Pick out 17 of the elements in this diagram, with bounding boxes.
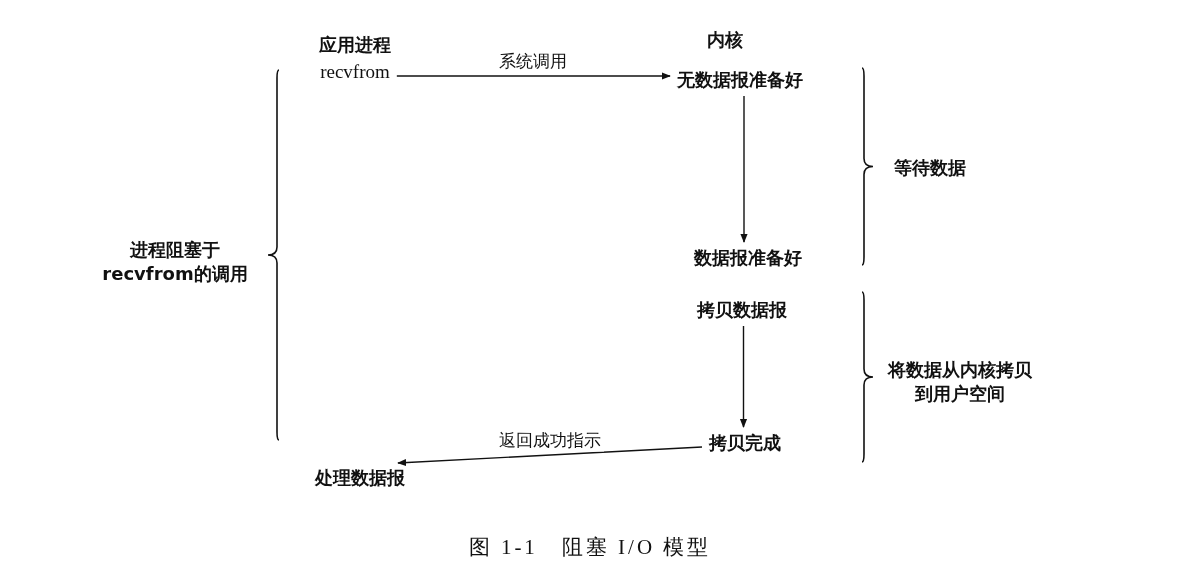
arrow bbox=[739, 325, 748, 428]
arrow bbox=[397, 446, 703, 467]
node-text: 拷贝完成 bbox=[706, 429, 784, 457]
column-heading: 内核 bbox=[707, 28, 743, 52]
arrow bbox=[740, 95, 748, 243]
node-text: 拷贝数据报 bbox=[694, 296, 790, 324]
node-text: recvfrom bbox=[317, 59, 393, 85]
node-text: 数据报准备好 bbox=[691, 244, 805, 272]
brace-label: 等待数据 bbox=[894, 156, 966, 180]
node-text: 无数据报准备好 bbox=[674, 66, 806, 94]
figure-caption: 图 1-1 阻塞 I/O 模型 bbox=[468, 534, 712, 561]
node-text: 处理数据报 bbox=[312, 464, 408, 492]
arrow bbox=[396, 72, 671, 80]
column-heading: 应用进程 bbox=[319, 33, 391, 57]
brace-label: 进程阻塞于recvfrom的调用 bbox=[101, 238, 249, 286]
edge-label: 返回成功指示 bbox=[496, 428, 604, 452]
brace-label: 将数据从内核拷贝到用户空间 bbox=[886, 358, 1033, 406]
